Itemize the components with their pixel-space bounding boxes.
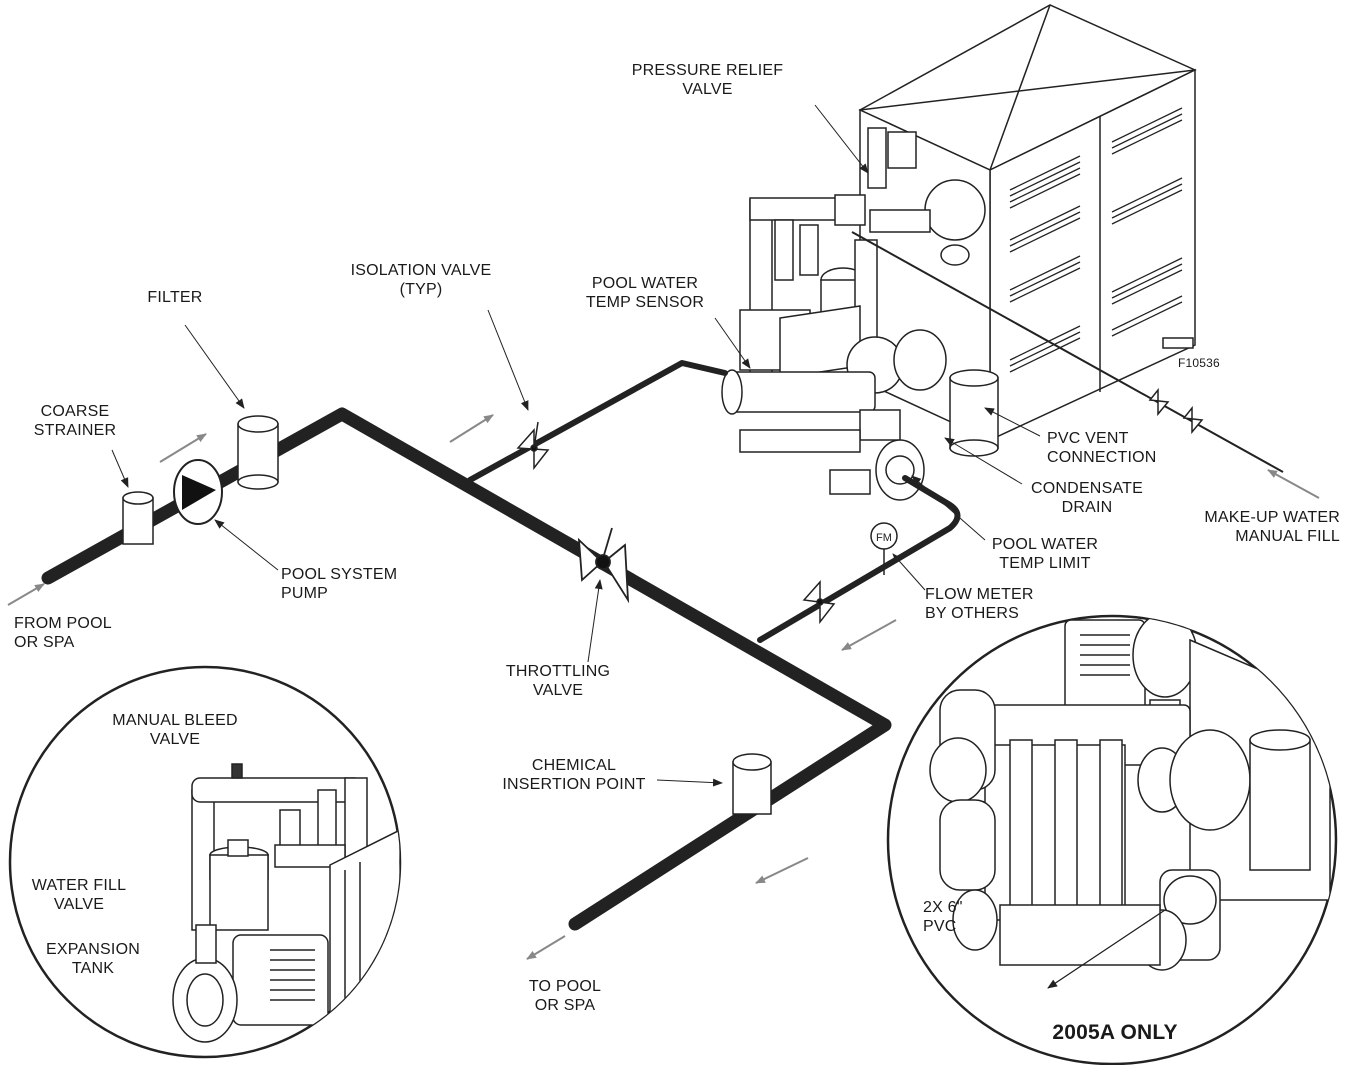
label-from-pool-or-spa: FROM POOL OR SPA bbox=[14, 615, 112, 651]
flow-meter-symbol: FM bbox=[876, 532, 892, 544]
label-isolation-valve: ISOLATION VALVE (TYP) bbox=[350, 262, 492, 298]
label-makeup-water-manual-fill: MAKE-UP WATER MANUAL FILL bbox=[1204, 509, 1340, 545]
left-detail-inset bbox=[8, 665, 402, 1059]
label-pool-system-pump: POOL SYSTEM PUMP bbox=[281, 566, 398, 602]
label-flow-meter: FLOW METER BY OTHERS bbox=[925, 586, 1034, 622]
label-throttling-valve: THROTTLING VALVE bbox=[505, 663, 611, 699]
leader-lines bbox=[111, 104, 1041, 787]
isolation-valve bbox=[516, 421, 550, 471]
label-filter: FILTER bbox=[147, 289, 203, 306]
label-expansion-tank: EXPANSION TANK bbox=[46, 941, 140, 977]
label-pressure-relief-valve: PRESSURE RELIEF VALVE bbox=[631, 62, 784, 98]
flow-meter bbox=[870, 522, 898, 575]
label-manual-bleed-valve: MANUAL BLEED VALVE bbox=[112, 712, 238, 748]
heater-cabinet bbox=[858, 4, 1197, 442]
figure-number: F10536 bbox=[1178, 356, 1220, 370]
label-pool-water-temp-sensor: POOL WATER TEMP SENSOR bbox=[585, 275, 705, 311]
makeup-water-line bbox=[851, 231, 1284, 473]
label-pvc-vent-connection: PVC VENT CONNECTION bbox=[1047, 430, 1157, 466]
filter bbox=[237, 415, 279, 490]
label-2x-6-pvc: 2X 6" PVC bbox=[923, 899, 963, 935]
heater-piping bbox=[721, 194, 947, 501]
cabinet-louvers bbox=[1009, 107, 1183, 373]
label-pool-water-temp-limit: POOL WATER TEMP LIMIT bbox=[991, 536, 1099, 572]
label-water-fill-valve: WATER FILL VALVE bbox=[31, 877, 127, 913]
label-to-pool-or-spa: TO POOL OR SPA bbox=[528, 978, 602, 1014]
pool-system-pump bbox=[173, 459, 223, 525]
isolation-valve-return bbox=[802, 580, 836, 625]
label-condensate-drain: CONDENSATE DRAIN bbox=[1031, 480, 1143, 516]
label-chemical-insertion-point: CHEMICAL INSERTION POINT bbox=[502, 757, 646, 793]
coarse-strainer bbox=[122, 491, 154, 545]
label-model-only: 2005A ONLY bbox=[1052, 1021, 1178, 1044]
throttling-valve bbox=[577, 527, 630, 604]
label-coarse-strainer: COARSE STRAINER bbox=[33, 403, 117, 439]
chemical-insertion-point bbox=[732, 753, 772, 815]
makeup-valves bbox=[1148, 387, 1204, 435]
right-detail-inset bbox=[886, 614, 1338, 1065]
